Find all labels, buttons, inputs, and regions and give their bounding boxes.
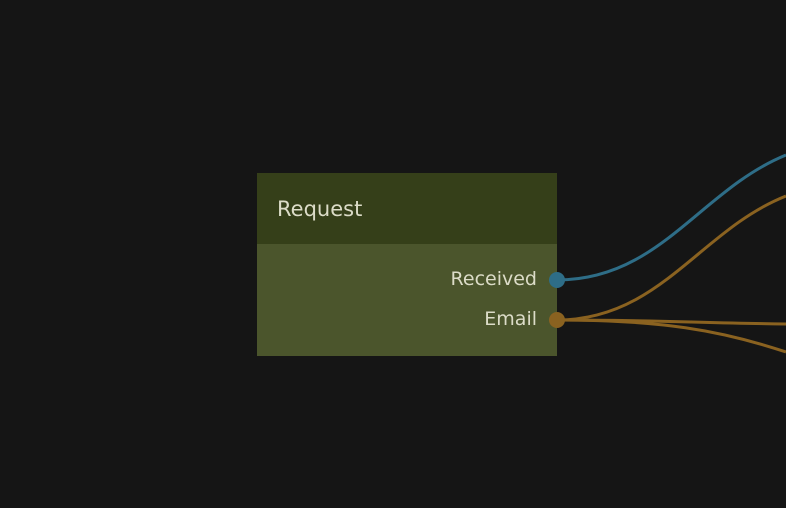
- node-header[interactable]: Request: [257, 173, 557, 244]
- node-title: Request: [277, 196, 363, 221]
- output-label-email: Email: [484, 308, 537, 330]
- wire-email-3[interactable]: [556, 318, 786, 354]
- output-label-received: Received: [450, 268, 537, 290]
- output-port-email[interactable]: [549, 312, 565, 328]
- request-node[interactable]: Request Received Email: [257, 173, 557, 356]
- wire-received[interactable]: [556, 153, 786, 282]
- output-port-received[interactable]: [549, 272, 565, 288]
- wire-email-1[interactable]: [556, 194, 786, 322]
